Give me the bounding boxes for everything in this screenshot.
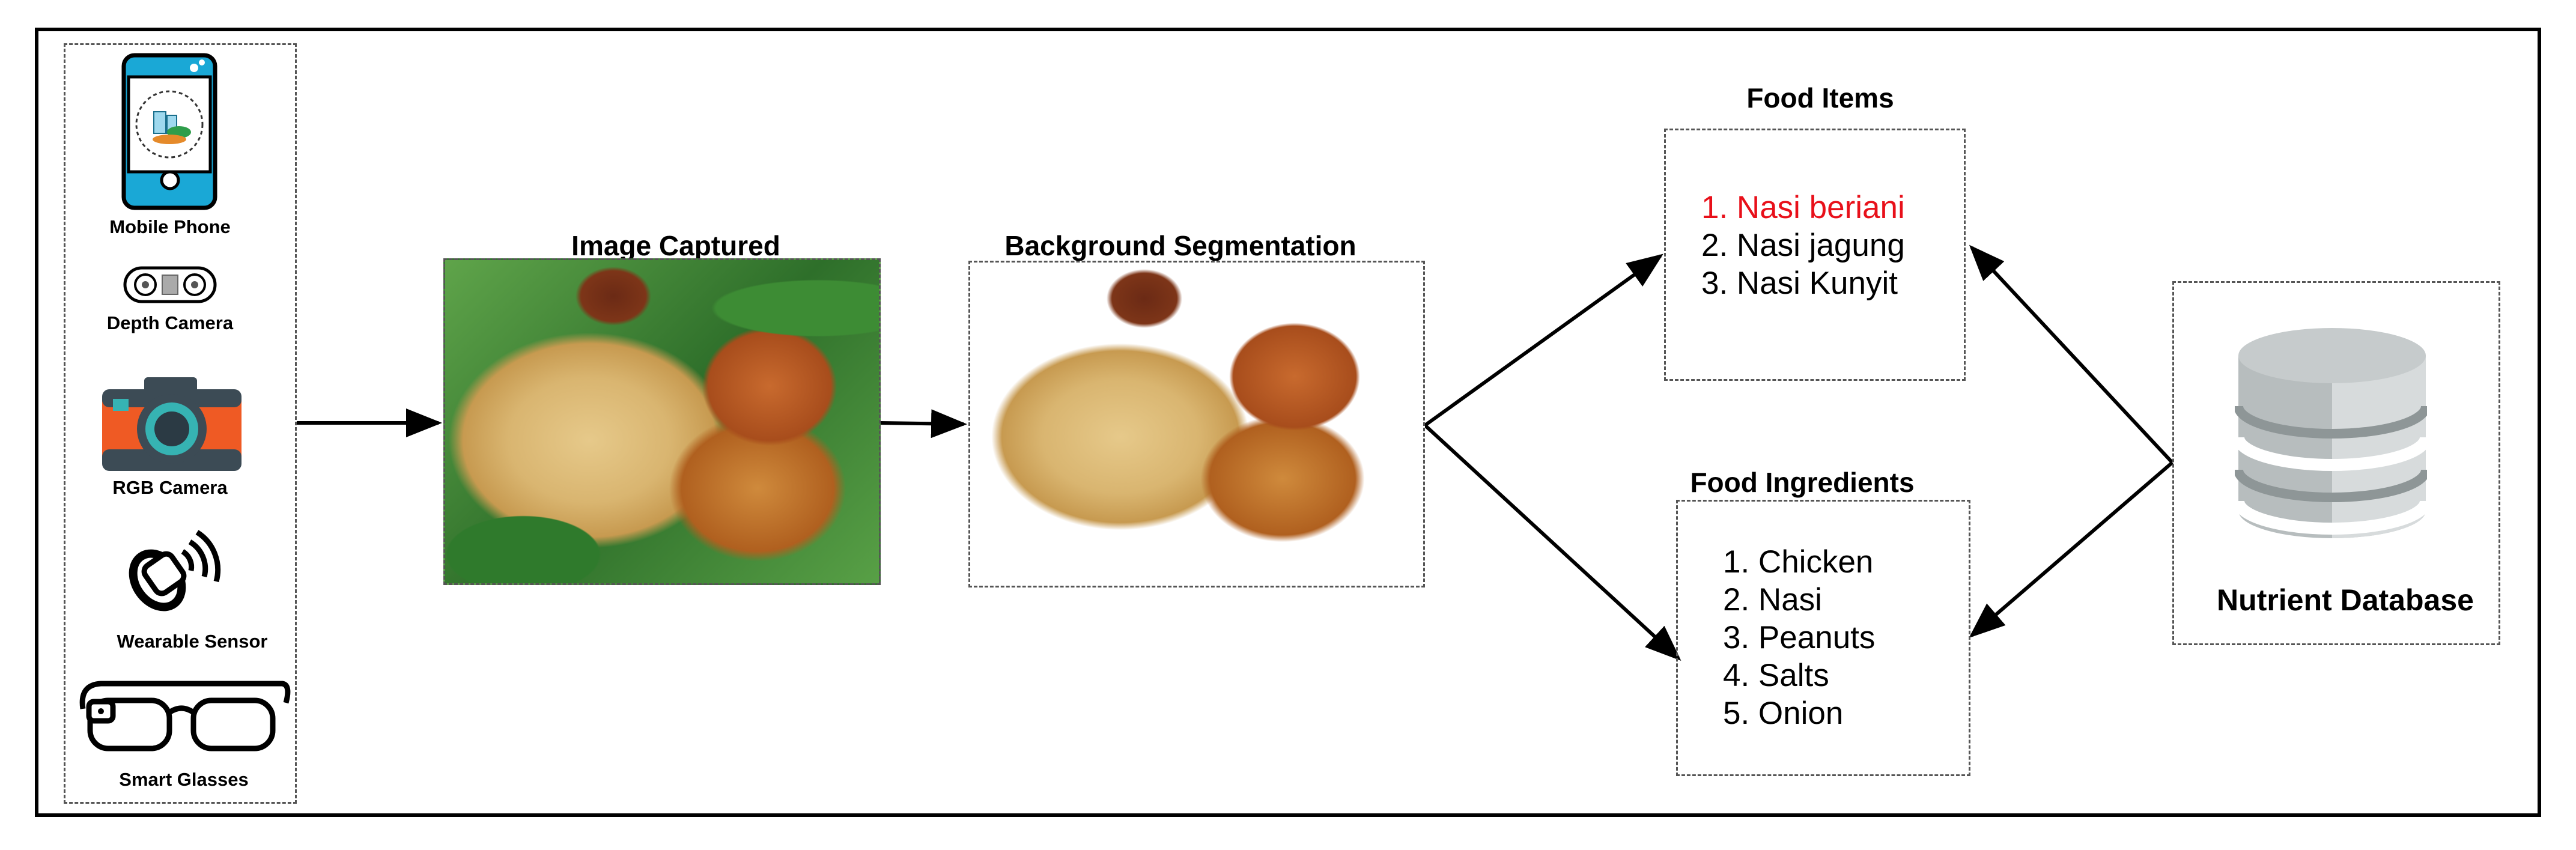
label-mobile-phone: Mobile Phone [109,216,231,237]
ingredient-item: 3. Peanuts [1723,620,1876,655]
label-image-captured: Image Captured [571,230,780,261]
food-ingredients-list: 1. Chicken 2. Nasi 3. Peanuts 4. Salts 5… [1723,543,1875,732]
label-depth-camera: Depth Camera [106,312,234,333]
food-item: 3. Nasi Kunyit [1701,266,1898,301]
wearable-sensor-icon [129,530,221,612]
nutrient-database-label: Nutrient Database [2217,583,2474,617]
ingredient-item: 5. Onion [1723,696,1844,731]
database-icon [2235,328,2427,538]
label-background-segmentation: Background Segmentation [1004,230,1356,261]
nutrient-database-box [2172,281,2500,645]
ingredient-item: 4. Salts [1723,658,1829,693]
segmented-food-image [968,261,1425,587]
ingredient-item: 1. Chicken [1723,544,1874,580]
label-smart-glasses: Smart Glasses [119,769,249,790]
arrow-segmentation-to-ingredients [1423,423,1681,661]
label-rgb-camera: RGB Camera [112,477,228,498]
ingredient-item: 2. Nasi [1723,582,1822,618]
food-items-list: 1. Nasi beriani 2. Nasi jagung 3. Nasi K… [1701,189,1905,302]
depth-camera-icon [123,266,217,303]
label-wearable-sensor: Wearable Sensor [117,631,268,652]
food-item: 2. Nasi jagung [1701,228,1905,263]
food-ingredients-title: Food Ingredients [1690,467,1915,498]
arrow-database-to-food-items [1969,244,2174,464]
arrow-segmentation-to-food-items [1424,253,1663,427]
arrow-database-to-ingredients [1969,461,2174,638]
food-ingredients-box [1676,500,1970,776]
device-panel [64,43,297,804]
smart-glasses-icon [79,681,291,751]
arrow-image-to-segmentation [880,409,967,439]
food-item: 1. Nasi beriani [1701,190,1905,225]
phone-icon [121,53,217,210]
captured-food-image [443,258,881,585]
food-items-box [1664,129,1966,381]
food-items-title: Food Items [1746,82,1894,114]
diagram-frame [35,28,2541,817]
camera-icon [102,377,242,471]
flow-arrows [297,244,2174,661]
